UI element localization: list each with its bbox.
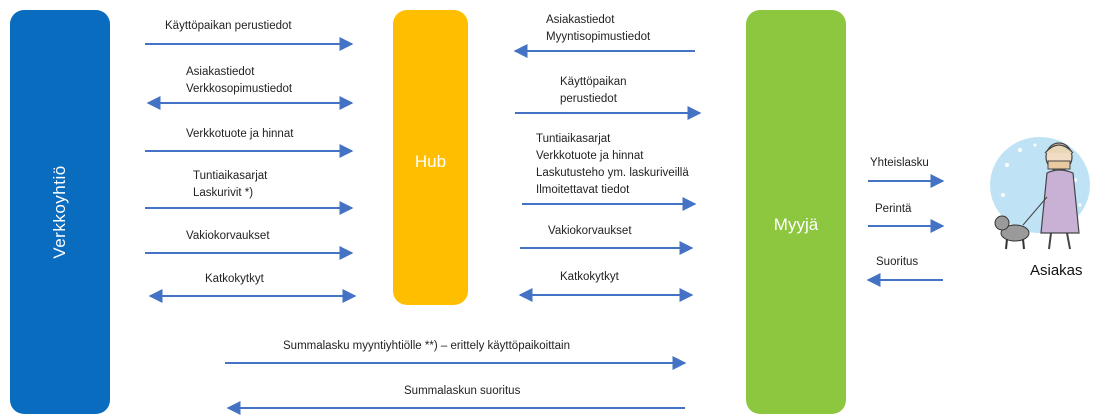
hub-box: Hub [393, 10, 468, 305]
asiakas-label: Asiakas [1030, 262, 1083, 279]
label-verkkosopimustiedot: Verkkosopimustiedot [186, 83, 293, 95]
label-verkkotuote-hinnat: Verkkotuote ja hinnat [186, 128, 294, 140]
label-asiakastiedot-myyja: Asiakastiedot [546, 14, 615, 26]
label-myyntisopimustiedot: Myyntisopimustiedot [546, 31, 651, 43]
label-perustiedot: perustiedot [560, 93, 617, 105]
label-katkokytkyt-verkko: Katkokytkyt [205, 273, 264, 285]
label-tuntiaikasarjat-myyja: Tuntiaikasarjat [536, 133, 611, 145]
label-laskutusteho: Laskutusteho ym. laskuriveillä [536, 167, 689, 179]
label-kayttopaikan: Käyttöpaikan [560, 76, 627, 88]
label-kayttopaikan-perustiedot: Käyttöpaikan perustiedot [165, 20, 292, 32]
label-group-tuntiaikasarjat-verkko: Tuntiaikasarjat Laskurivit *) [193, 168, 267, 202]
label-group-kayttopaikan-myyja: Käyttöpaikan perustiedot [560, 74, 627, 108]
label-ilmoitettavat: Ilmoitettavat tiedot [536, 184, 630, 196]
label-yhteislasku: Yhteislasku [870, 157, 929, 169]
label-group-asiakastiedot-myyja: Asiakastiedot Myyntisopimustiedot [546, 12, 650, 46]
label-katkokytkyt-myyja: Katkokytkyt [560, 271, 619, 283]
customer-illustration [990, 137, 1090, 250]
label-vakiokorvaukset-myyja: Vakiokorvaukset [548, 225, 632, 237]
label-vakiokorvaukset-verkko: Vakiokorvaukset [186, 230, 270, 242]
verkkoyhtio-box: Verkkoyhtiö [10, 10, 110, 414]
label-laskurivit: Laskurivit *) [193, 187, 254, 199]
label-suoritus: Suoritus [876, 256, 919, 268]
label-verkkotuote-myyja: Verkkotuote ja hinnat [536, 150, 644, 162]
myyja-label: Myyjä [773, 215, 819, 234]
label-tuntiaikasarjat: Tuntiaikasarjat [193, 170, 268, 182]
label-group-tuntiaikasarjat-myyja: Tuntiaikasarjat Verkkotuote ja hinnat La… [536, 131, 689, 199]
label-summalasku: Summalasku myyntiyhtiölle **) – erittely… [283, 340, 570, 352]
label-group-asiakastiedot-verkko: Asiakastiedot Verkkosopimustiedot [186, 64, 292, 98]
label-asiakastiedot: Asiakastiedot [186, 66, 255, 78]
hub-label: Hub [414, 152, 447, 171]
label-perinta: Perintä [875, 203, 912, 215]
myyja-box: Myyjä [746, 10, 846, 414]
label-summalaskun-suoritus: Summalaskun suoritus [404, 385, 521, 397]
